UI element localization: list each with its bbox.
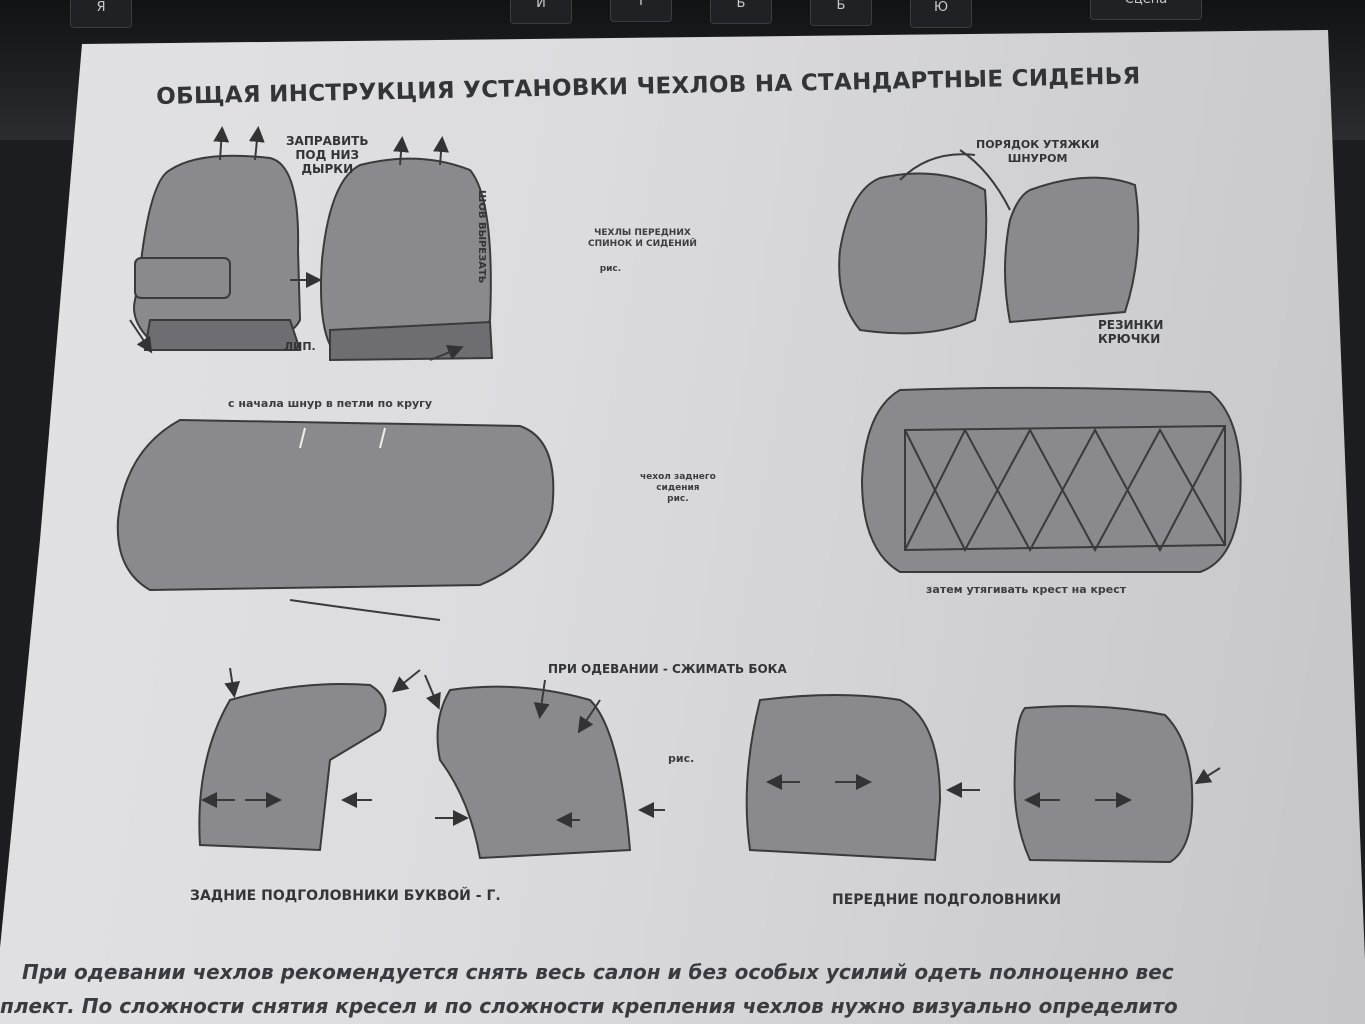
label-krest: затем утягивать крест на крест: [926, 583, 1127, 596]
seat-cover-laced-illustration: [838, 149, 1140, 335]
label-lip: ЛИП.: [284, 340, 316, 353]
label-zapravit-line1: ЗАПРАВИТЬ: [286, 134, 369, 148]
caption-rear-headrests: ЗАДНИЕ ПОДГОЛОВНИКИ БУКВОЙ - Г.: [190, 888, 501, 904]
caption-rear-cover: чехол заднего сидения рис.: [640, 472, 716, 505]
caption-front-covers: ЧЕХЛЫ ПЕРЕДНИХ СПИНОК И СИДЕНИЙ рис.: [588, 228, 697, 275]
keyboard-key: Я: [70, 0, 132, 28]
label-shnur: с начала шнур в петли по кругу: [228, 397, 433, 410]
keyboard-key: Сцена: [1090, 0, 1202, 20]
label-poryadok-line2: ШНУРОМ: [1007, 152, 1068, 165]
label-poryadok-line1: ПОРЯДОК УТЯЖКИ: [976, 138, 1100, 151]
body-text-line1: При одевании чехлов рекомендуется снять …: [22, 960, 1174, 984]
keyboard-key: Ь: [710, 0, 772, 24]
caption-front-covers-line2: СПИНОК И СИДЕНИЙ: [588, 239, 697, 249]
caption-rear-cover-line1: чехол заднего: [640, 472, 716, 482]
keyboard-key: Т: [610, 0, 672, 22]
keyboard-key: Й: [510, 0, 572, 24]
label-shov: ШОВ ВЫРЕЗАТЬ: [476, 190, 487, 284]
caption-rear-cover-line2: сидения: [656, 483, 700, 493]
caption-front-covers-line1: ЧЕХЛЫ ПЕРЕДНИХ: [594, 228, 691, 238]
keyboard-key: Б: [810, 0, 872, 26]
front-seat-illustration-right: [320, 136, 494, 362]
rear-seat-lacing-illustration: [860, 386, 1242, 573]
label-rezinki-line1: РЕЗИНКИ: [1098, 318, 1164, 332]
label-zapravit-line2: ПОД НИЗ: [295, 148, 360, 162]
label-poryadok: ПОРЯДОК УТЯЖКИ ШНУРОМ: [976, 138, 1099, 166]
label-szhimat: ПРИ ОДЕВАНИИ - СЖИМАТЬ БОКА: [548, 662, 787, 676]
front-seat-illustration-left: [129, 126, 322, 354]
caption-headrest-ris: рис.: [668, 752, 695, 765]
caption-front-ris: рис.: [599, 264, 622, 274]
label-rezinki-line2: КРЮЧКИ: [1098, 332, 1161, 346]
body-text-line2: плект. По сложности снятия кресел и по с…: [0, 994, 1178, 1018]
rear-headrest-illustration: [198, 667, 665, 860]
label-rezinki: РЕЗИНКИ КРЮЧКИ: [1098, 318, 1163, 346]
label-zapravit: ЗАПРАВИТЬ ПОД НИЗ ДЫРКИ: [286, 134, 368, 176]
caption-front-headrests: ПЕРЕДНИЕ ПОДГОЛОВНИКИ: [832, 892, 1062, 908]
label-zapravit-line3: ДЫРКИ: [301, 162, 354, 176]
keyboard-key: Ю: [910, 0, 972, 28]
caption-rear-ris: рис.: [667, 494, 689, 504]
rear-seat-illustration: [116, 418, 555, 621]
front-headrest-illustration: [745, 694, 1221, 864]
